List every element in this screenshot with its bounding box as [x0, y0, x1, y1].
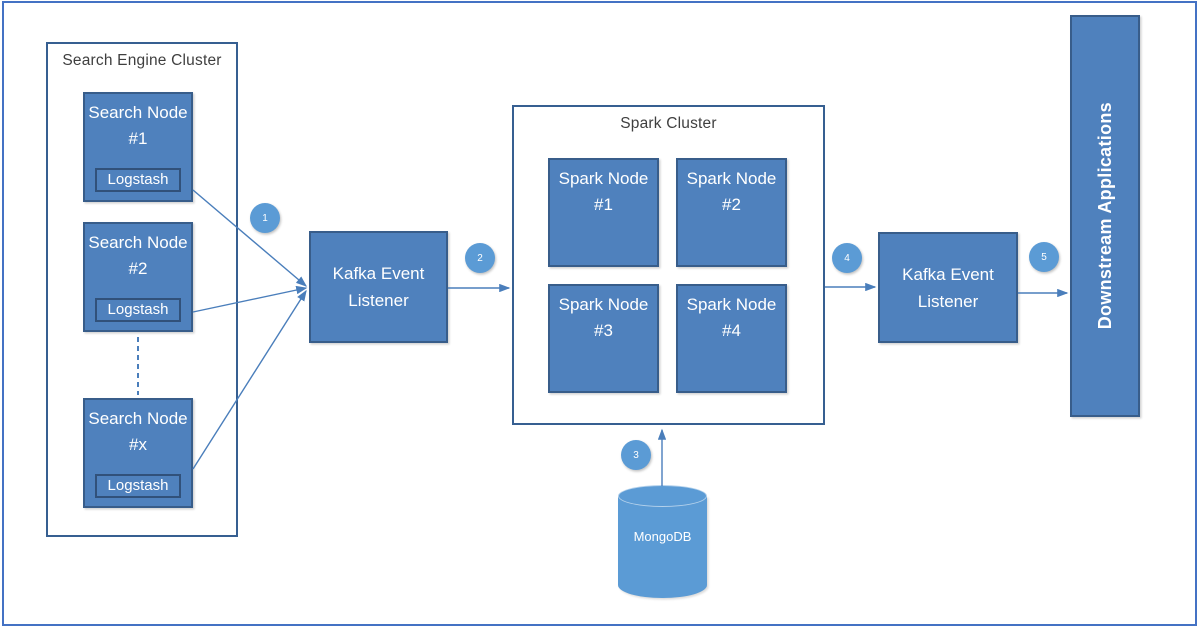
- kafka-event-listener-left-label: Kafka Event Listener: [332, 264, 425, 310]
- search-node-2-box: Search Node #2 Logstash: [83, 222, 193, 332]
- downstream-applications-box: Downstream Applications: [1070, 15, 1140, 417]
- search-node-x-box: Search Node #x Logstash: [83, 398, 193, 508]
- logstash-box-1: Logstash: [95, 168, 181, 192]
- downstream-applications-label: Downstream Applications: [1094, 102, 1115, 330]
- search-node-1-box: Search Node #1 Logstash: [83, 92, 193, 202]
- spark-node-2-label: Spark Node #2: [686, 169, 777, 214]
- kafka-event-listener-right-box: Kafka Event Listener: [878, 232, 1018, 343]
- mongodb-cylinder-top: [618, 485, 707, 507]
- step-badge-4-number: 4: [844, 252, 850, 264]
- search-node-1-label: Search Node #1: [88, 103, 188, 148]
- kafka-event-listener-left-box: Kafka Event Listener: [309, 231, 448, 343]
- step-badge-2-number: 2: [477, 252, 483, 264]
- step-badge-5: 5: [1029, 242, 1059, 272]
- spark-node-1-label: Spark Node #1: [558, 169, 649, 214]
- spark-node-4-box: Spark Node #4: [676, 284, 787, 393]
- step-badge-2: 2: [465, 243, 495, 273]
- step-badge-5-number: 5: [1041, 251, 1047, 263]
- step-badge-3: 3: [621, 440, 651, 470]
- search-node-2-label: Search Node #2: [88, 233, 188, 278]
- step-badge-1: 1: [250, 203, 280, 233]
- mongodb-cylinder-body: [618, 496, 707, 598]
- spark-node-4-label: Spark Node #4: [686, 295, 777, 340]
- kafka-event-listener-right-label: Kafka Event Listener: [902, 264, 994, 311]
- spark-node-3-label: Spark Node #3: [558, 295, 649, 340]
- spark-node-1-box: Spark Node #1: [548, 158, 659, 267]
- step-badge-1-number: 1: [262, 212, 268, 224]
- mongodb-cylinder: MongoDB: [618, 485, 707, 598]
- spark-node-2-box: Spark Node #2: [676, 158, 787, 267]
- search-node-x-label: Search Node #x: [88, 409, 188, 454]
- logstash-box-x: Logstash: [95, 474, 181, 498]
- search-engine-cluster-title: Search Engine Cluster: [62, 52, 222, 69]
- step-badge-3-number: 3: [633, 449, 639, 461]
- step-badge-4: 4: [832, 243, 862, 273]
- spark-node-3-box: Spark Node #3: [548, 284, 659, 393]
- spark-cluster-title: Spark Cluster: [620, 115, 717, 132]
- logstash-box-2: Logstash: [95, 298, 181, 322]
- mongodb-label: MongoDB: [633, 529, 692, 544]
